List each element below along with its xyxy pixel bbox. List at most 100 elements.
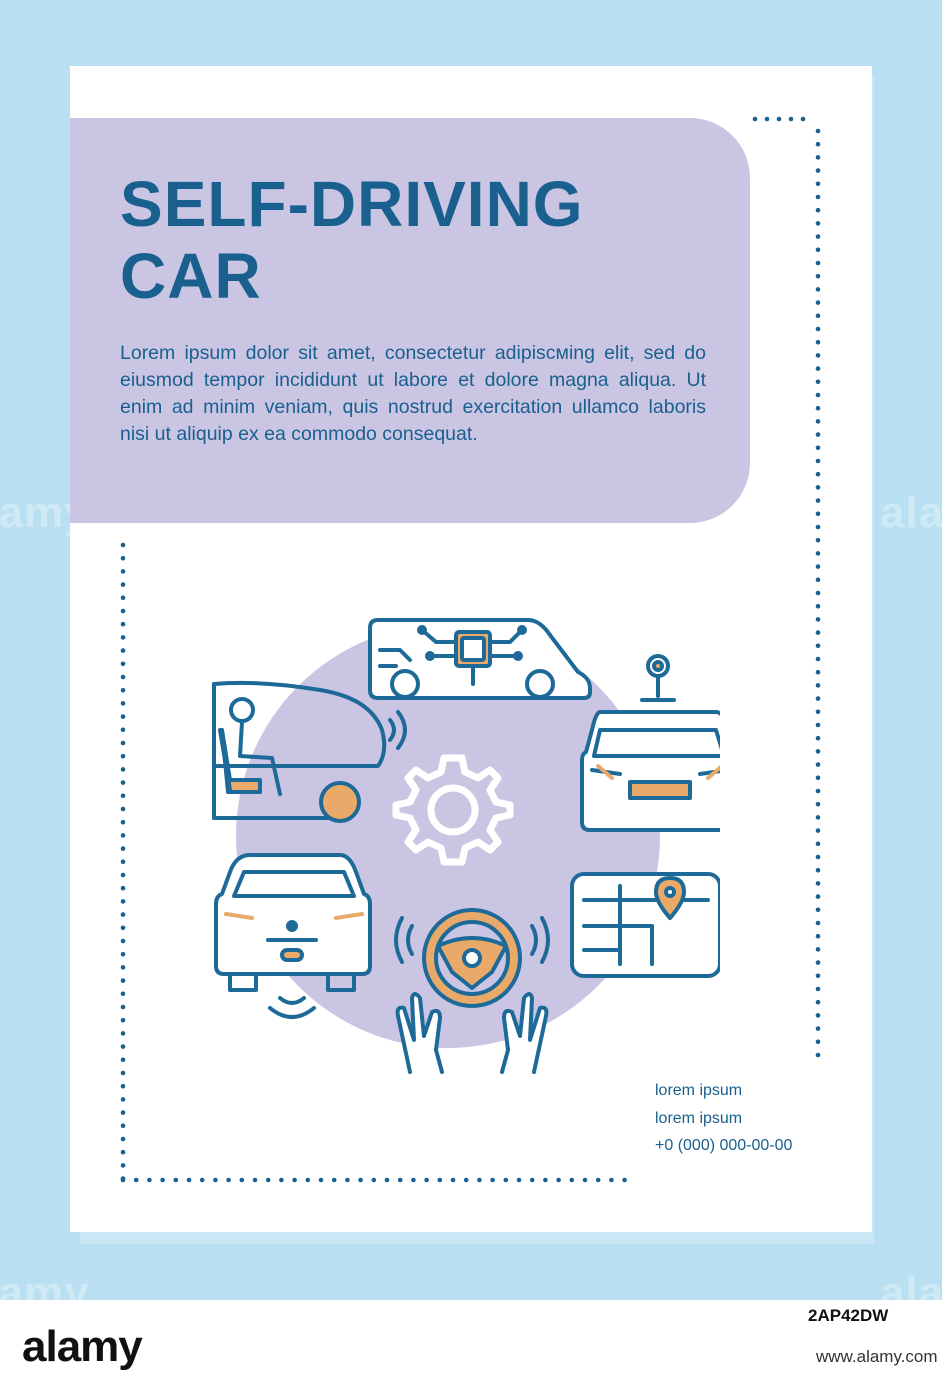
frame-dot — [815, 326, 821, 332]
frame-dot — [815, 986, 821, 992]
frame-dot — [815, 207, 821, 213]
frame-dot — [424, 1177, 429, 1183]
frame-dot — [305, 1177, 311, 1183]
frame-dot — [815, 775, 821, 781]
header-band — [70, 118, 750, 523]
contact-line-1: lorem ipsum — [655, 1082, 743, 1099]
frame-dot — [120, 714, 126, 719]
frame-dot — [120, 753, 126, 759]
frame-dot — [265, 1177, 271, 1183]
frame-dot — [120, 965, 126, 970]
contact-phone: +0 (000) 000-00-00 — [655, 1137, 793, 1154]
frame-dot — [815, 762, 821, 767]
frame-dot — [815, 260, 821, 266]
frame-dot — [815, 907, 821, 913]
frame-dot — [450, 1177, 456, 1183]
frame-dot — [279, 1177, 284, 1183]
frame-dot — [120, 872, 126, 878]
frame-dot — [120, 740, 126, 746]
frame-dot — [120, 925, 126, 931]
frame-dot — [120, 912, 126, 917]
frame-dot — [120, 885, 126, 891]
frame-dot — [160, 1177, 165, 1183]
frame-dot — [120, 701, 126, 706]
frame-dot — [815, 168, 821, 173]
frame-dot — [815, 696, 821, 701]
steering-wheel-hands-icon — [394, 908, 550, 1074]
frame-dot — [815, 749, 821, 754]
frame-dot — [815, 273, 821, 279]
frame-dot — [120, 938, 126, 944]
frame-dot — [815, 1052, 821, 1058]
frame-dot — [815, 511, 821, 517]
frame-dot — [815, 458, 821, 464]
frame-dot — [815, 392, 821, 398]
frame-dot — [815, 933, 821, 939]
frame-dot — [815, 339, 821, 345]
frame-dot — [463, 1177, 469, 1183]
dots-right-vertical — [815, 128, 821, 1058]
frame-dot — [120, 780, 126, 785]
frame-dot — [120, 569, 126, 574]
frame-dot — [582, 1177, 588, 1183]
frame-dot — [120, 1097, 126, 1102]
frame-dot — [815, 471, 821, 477]
frame-dot — [815, 300, 821, 305]
frame-dot — [815, 498, 821, 503]
frame-dot — [815, 537, 821, 543]
frame-dot — [815, 564, 821, 569]
frame-dot — [120, 1083, 126, 1089]
frame-dot — [213, 1177, 218, 1183]
frame-dot — [569, 1177, 575, 1183]
frame-dot — [120, 687, 126, 693]
stock-image-id: 2AP42DW — [808, 1306, 889, 1325]
frame-dot — [815, 999, 821, 1005]
frame-dot — [133, 1177, 139, 1183]
frame-dot — [815, 854, 821, 860]
frame-dot — [815, 894, 821, 899]
frame-dot — [226, 1177, 231, 1183]
dots-top-right — [752, 116, 806, 122]
frame-dot — [815, 788, 821, 794]
frame-dot — [556, 1177, 561, 1183]
frame-dot — [186, 1177, 192, 1183]
frame-dot — [815, 379, 821, 385]
frame-dot — [815, 1026, 821, 1031]
frame-dot — [120, 1057, 126, 1063]
frame-dot — [120, 727, 126, 733]
frame-dot — [815, 141, 821, 147]
frame-dot — [345, 1177, 350, 1183]
frame-dot — [120, 899, 126, 904]
circuit-car-icon — [368, 618, 592, 700]
frame-dot — [318, 1177, 324, 1183]
frame-dot — [239, 1177, 245, 1183]
frame-dot — [252, 1177, 258, 1183]
frame-dot — [120, 991, 126, 997]
frame-dot — [173, 1177, 179, 1183]
frame-dot — [147, 1177, 152, 1183]
frame-dot — [815, 247, 821, 253]
frame-dot — [120, 859, 126, 865]
frame-dot — [815, 590, 821, 596]
frame-dot — [815, 947, 821, 952]
illustration — [212, 618, 720, 1074]
frame-dot — [543, 1177, 548, 1183]
frame-dot — [120, 648, 126, 653]
sensor-camera-car-icon — [580, 654, 720, 832]
frame-dot — [120, 1123, 126, 1129]
dots-bottom-horizontal — [120, 1177, 627, 1183]
frame-dot — [815, 735, 821, 741]
frame-dot — [120, 767, 126, 772]
frame-dot — [815, 577, 821, 583]
frame-dot — [411, 1177, 416, 1183]
contact-line-2: lorem ipsum — [655, 1110, 743, 1127]
frame-dot — [120, 1177, 126, 1183]
frame-dot — [815, 313, 821, 319]
frame-dot — [120, 595, 126, 601]
frame-dot — [609, 1177, 614, 1183]
frame-dot — [815, 867, 821, 873]
frame-dot — [199, 1177, 205, 1183]
frame-dot — [815, 405, 821, 411]
frame-dot — [815, 234, 821, 239]
frame-dot — [292, 1177, 297, 1183]
